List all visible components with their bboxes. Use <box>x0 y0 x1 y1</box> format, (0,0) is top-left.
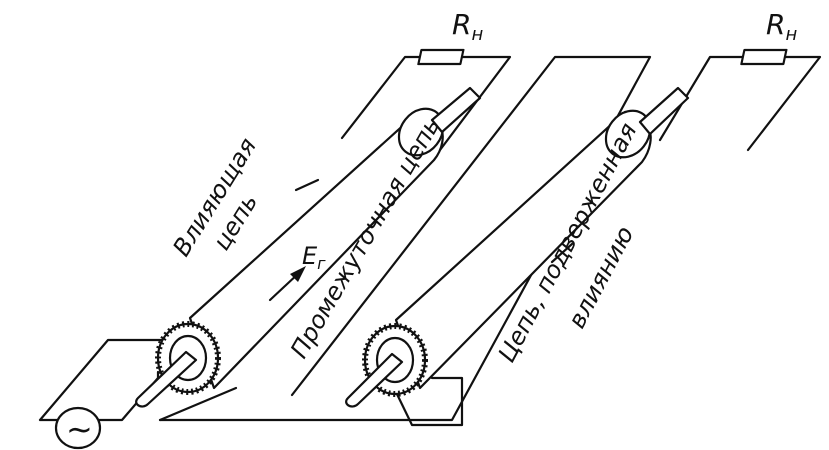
load-wire-right <box>658 55 822 152</box>
generator-icon <box>54 406 102 450</box>
affected-shield-texture <box>362 323 428 397</box>
field-label: Eг <box>302 242 326 273</box>
arrow-head-icon <box>290 266 306 282</box>
generator-symbol: ~ <box>66 410 93 448</box>
influencing-inner-conductor-left <box>135 350 198 408</box>
affected-circuit <box>345 48 822 427</box>
affected-inner-conductor-left <box>345 352 404 408</box>
load-resistor-right <box>740 48 788 66</box>
field-arrow <box>268 266 306 302</box>
influencing-circuit: ~ <box>38 48 512 450</box>
intermediate-circuit <box>158 55 652 422</box>
influencing-inner-conductor-right <box>430 86 482 134</box>
intermediate-strip <box>158 55 652 422</box>
intermediate-strip-edge <box>158 386 238 422</box>
leader-influencing <box>294 178 320 192</box>
leader-affected <box>550 242 574 264</box>
load-label-right: Rн <box>766 8 797 45</box>
generator-wire <box>38 338 172 422</box>
influencing-shield-texture <box>155 321 221 395</box>
affected-inner-conductor-right <box>638 86 690 136</box>
affected-base-wire <box>393 376 464 427</box>
load-resistor-left <box>417 48 465 66</box>
load-label-left: Rн <box>452 8 483 45</box>
